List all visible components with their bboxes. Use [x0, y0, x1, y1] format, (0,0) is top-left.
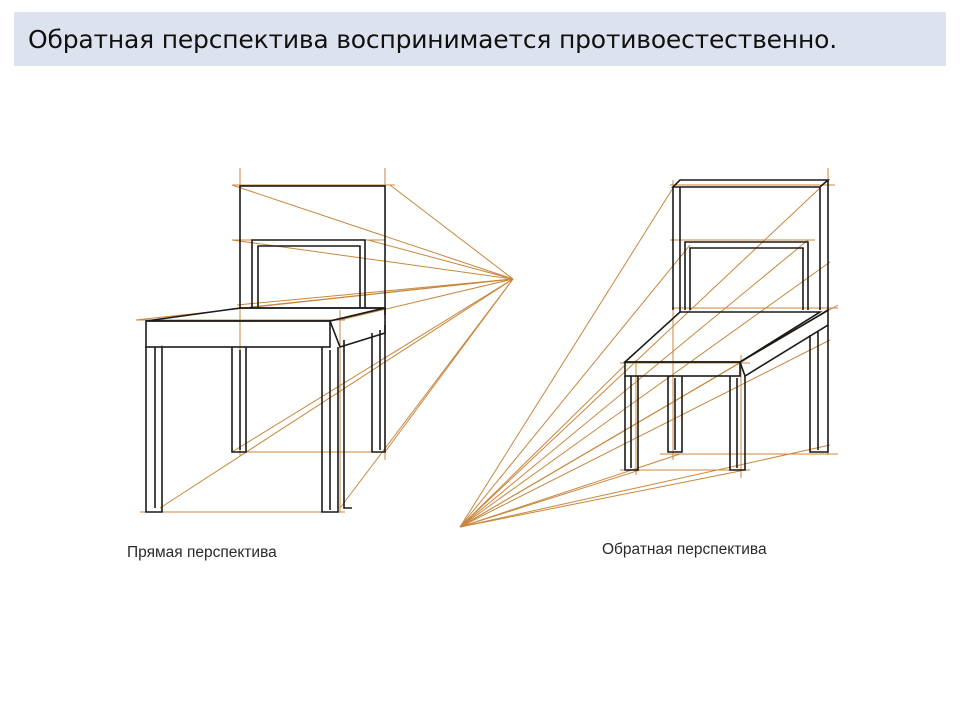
- reverse-construction-lines: [459, 168, 839, 528]
- caption-direct-perspective: Прямая перспектива: [127, 544, 277, 561]
- caption-reverse-perspective: Обратная перспектива: [602, 541, 767, 558]
- direct-chair-outline: [145, 185, 386, 513]
- direct-construction-lines: [135, 168, 514, 513]
- title-bar: Обратная перспектива воспринимается прот…: [14, 12, 946, 66]
- reverse-perspective-chair: [459, 168, 839, 528]
- direct-perspective-chair: [135, 168, 514, 513]
- slide-title: Обратная перспектива воспринимается прот…: [28, 24, 837, 54]
- reverse-chair-outline: [622, 179, 831, 471]
